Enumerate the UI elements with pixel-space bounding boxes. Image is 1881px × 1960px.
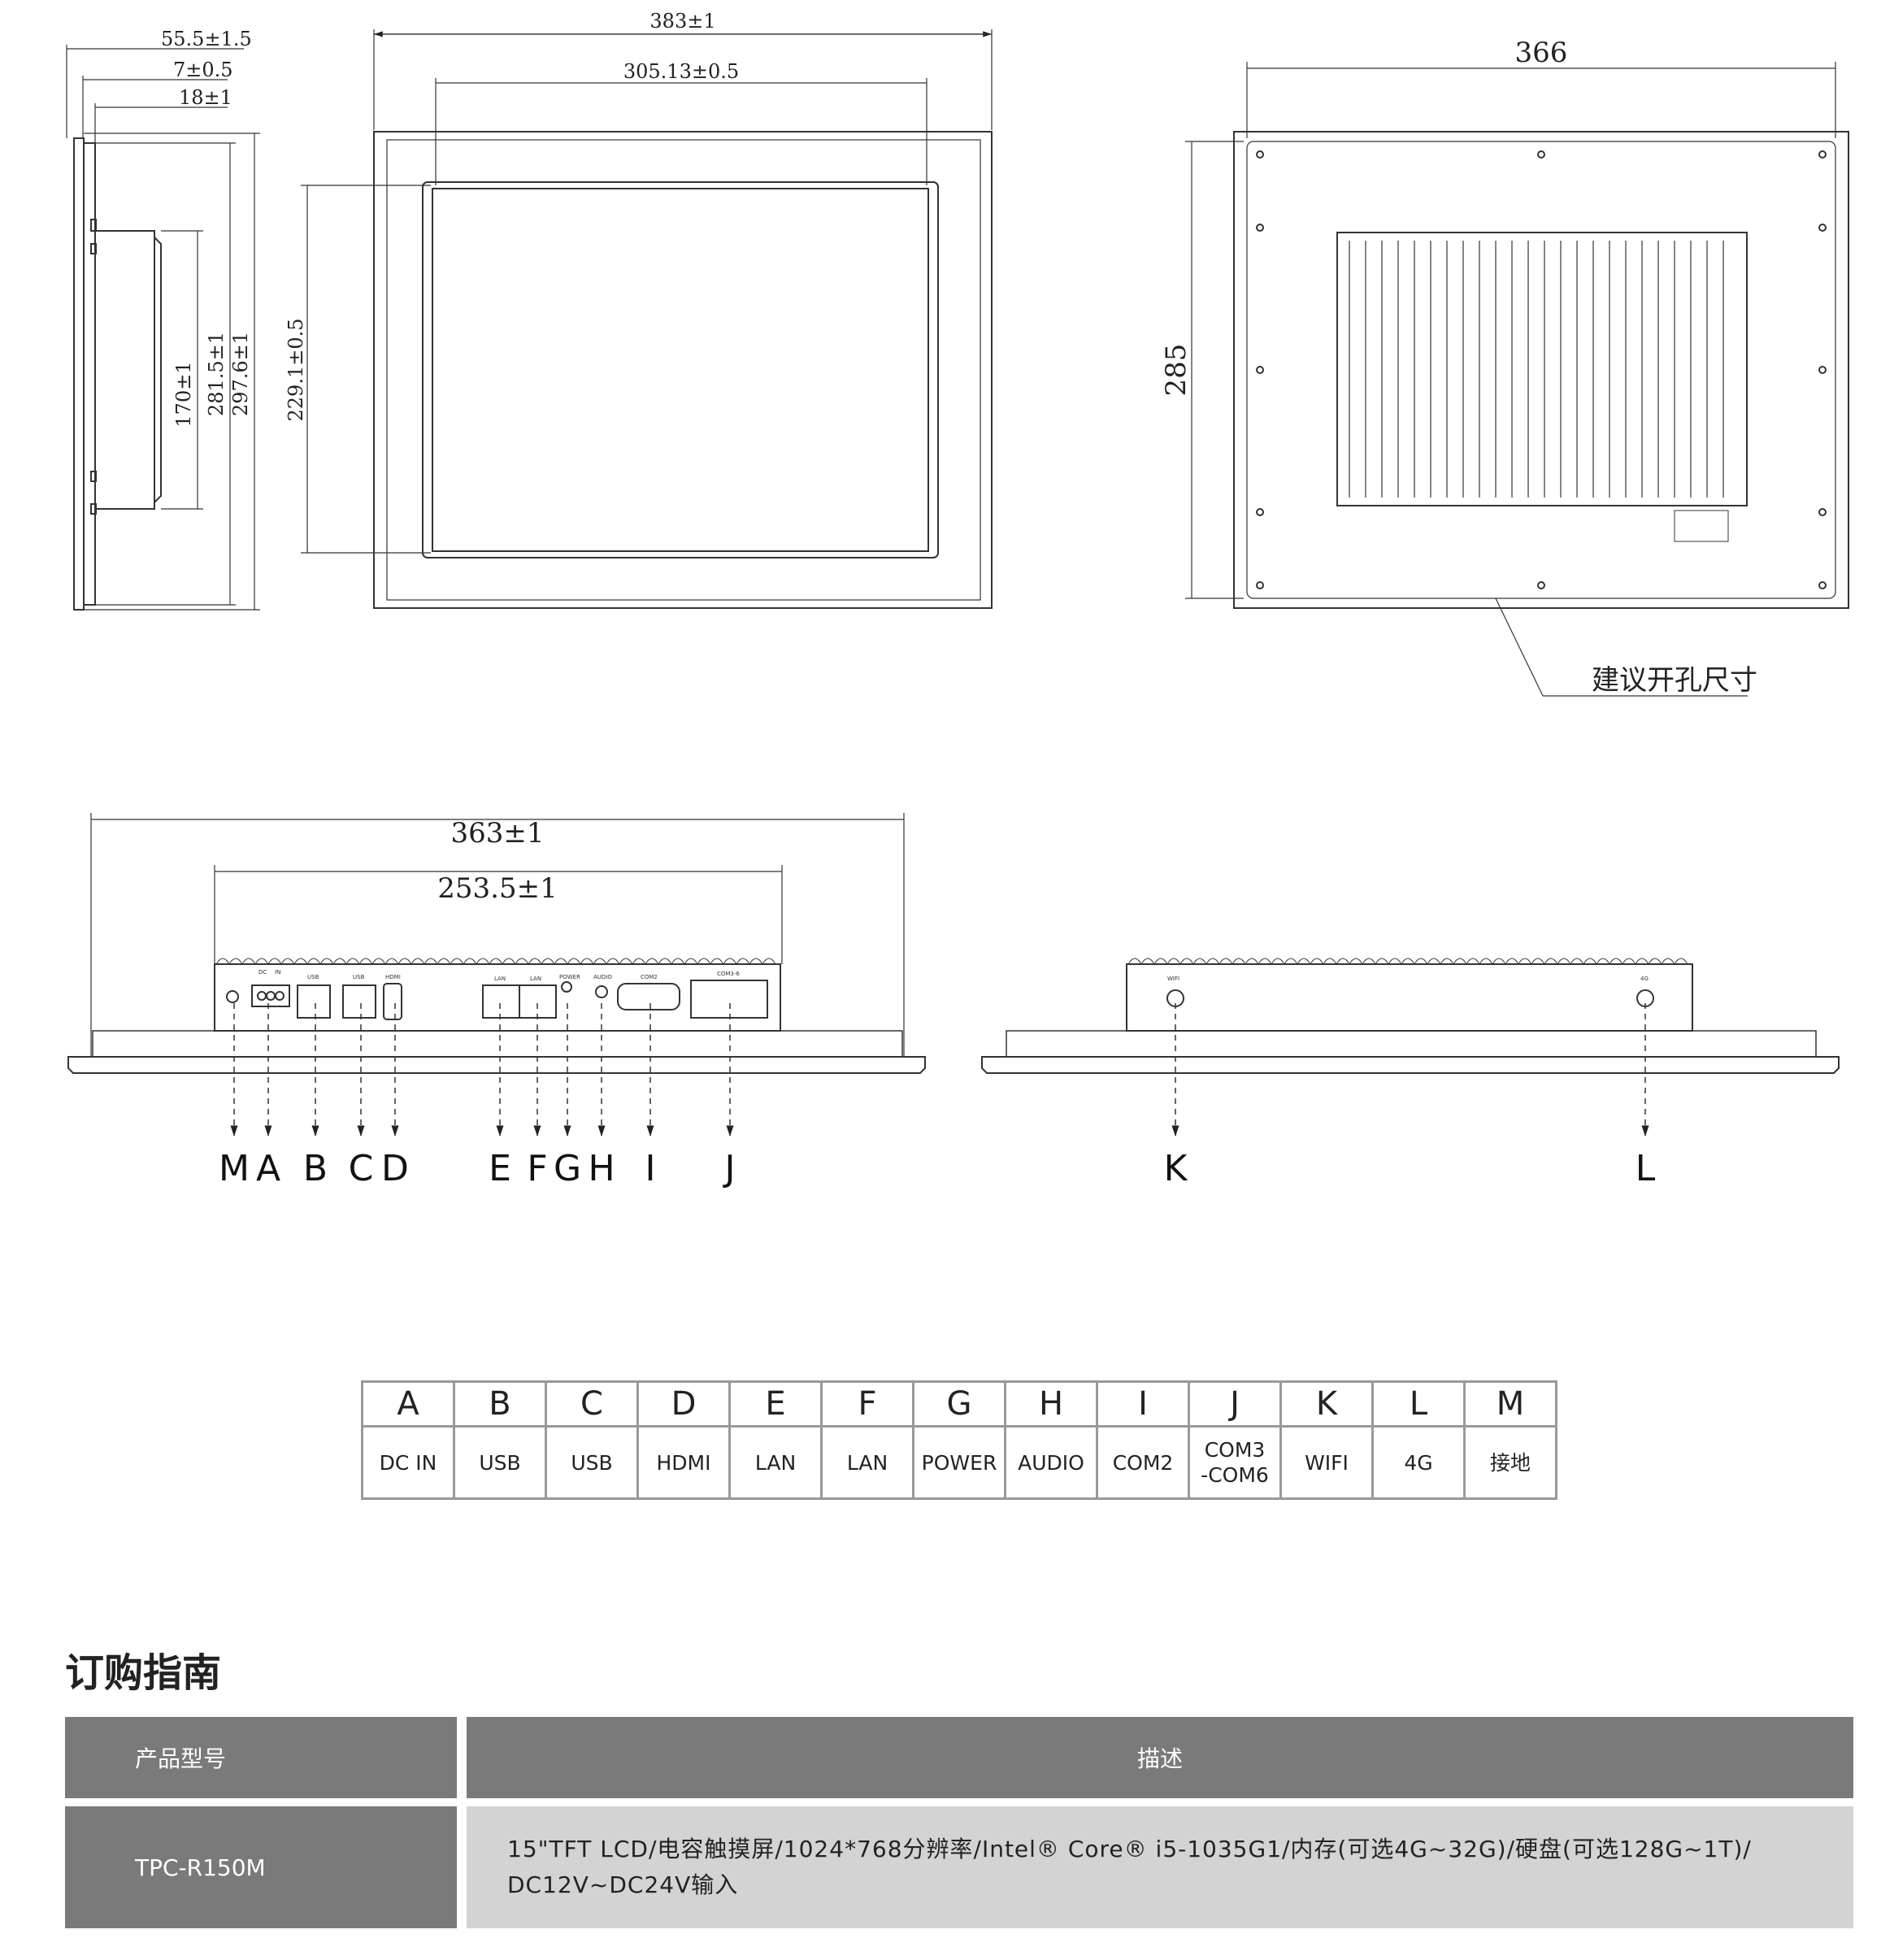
- port-letter-f: F: [820, 1380, 914, 1428]
- callout-i: I: [645, 1148, 656, 1189]
- ordering-header-model: 产品型号: [65, 1717, 457, 1798]
- side-dim-7: 7±0.5: [173, 59, 233, 81]
- front-dim-305: 305.13±0.5: [623, 60, 739, 83]
- rear-dim-366: 366: [1515, 37, 1568, 69]
- front-view: [301, 29, 993, 609]
- callout-d: D: [381, 1148, 409, 1189]
- port-label-in: IN: [275, 969, 280, 976]
- port-letter-m: M: [1463, 1380, 1557, 1428]
- port-name-g: POWER: [912, 1425, 1006, 1500]
- port-label-usb-2: USB: [353, 974, 365, 980]
- port-label-hdmi: HDMI: [385, 974, 401, 980]
- callout-e: E: [489, 1148, 511, 1189]
- side-dim-281-5: 281.5±1: [205, 332, 228, 416]
- ordering-title: 订购指南: [65, 1650, 222, 1696]
- bottom-view-left: [67, 813, 926, 1136]
- port-name-i: COM2: [1096, 1425, 1190, 1500]
- side-dim-297-6: 297.6±1: [229, 332, 252, 416]
- port-name-j: COM3-COM6: [1188, 1425, 1282, 1500]
- port-letter-k: K: [1279, 1380, 1374, 1428]
- port-letter-b: B: [453, 1380, 547, 1428]
- port-name-e: LAN: [728, 1425, 823, 1500]
- callout-a: A: [256, 1148, 280, 1189]
- port-name-b: USB: [453, 1425, 547, 1500]
- ordering-model-cell: TPC-R150M: [65, 1806, 457, 1928]
- rear-view: [1185, 62, 1849, 697]
- port-letter-i: I: [1096, 1380, 1190, 1428]
- port-letter-e: E: [728, 1380, 823, 1428]
- rear-dim-285: 285: [1160, 344, 1192, 397]
- bottom-dim-363: 363±1: [450, 817, 544, 850]
- port-letter-a: A: [361, 1380, 455, 1428]
- port-name-a: DC IN: [361, 1425, 455, 1500]
- ordering-description-cell: 15"TFT LCD/电容触摸屏/1024*768分辨率/Intel® Core…: [467, 1806, 1853, 1928]
- callout-b: B: [303, 1148, 328, 1189]
- port-label-lan-1: LAN: [494, 976, 506, 982]
- port-name-f: LAN: [820, 1425, 914, 1500]
- side-dim-18: 18±1: [179, 86, 232, 109]
- side-view: [66, 45, 260, 611]
- port-name-c: USB: [545, 1425, 639, 1500]
- callout-g: G: [554, 1148, 581, 1189]
- bottom-view-right: [981, 958, 1840, 1136]
- port-name-k: WIFI: [1279, 1425, 1374, 1500]
- callout-m: M: [219, 1148, 250, 1189]
- port-name-l: 4G: [1371, 1425, 1466, 1500]
- ordering-description-line-1: 15"TFT LCD/电容触摸屏/1024*768分辨率/Intel® Core…: [507, 1836, 1752, 1862]
- port-letter-j: J: [1188, 1380, 1282, 1428]
- port-label-audio: AUDIO: [593, 974, 612, 980]
- port-name-h: AUDIO: [1004, 1425, 1098, 1500]
- callout-c: C: [349, 1148, 374, 1189]
- port-label-dc: DC: [258, 969, 267, 976]
- port-label-com3-6: COM3-6: [717, 971, 740, 977]
- port-label-com2: COM2: [641, 974, 658, 980]
- side-dim-170: 170±1: [172, 361, 195, 427]
- callout-f: F: [527, 1148, 547, 1189]
- bottom-dim-253-5: 253.5±1: [437, 872, 557, 905]
- port-letter-c: C: [545, 1380, 639, 1428]
- front-dim-229: 229.1±0.5: [285, 319, 307, 422]
- port-letter-l: L: [1371, 1380, 1466, 1428]
- cutout-note: 建议开孔尺寸: [1592, 664, 1757, 697]
- port-label-usb-1: USB: [307, 974, 319, 980]
- callout-j: J: [723, 1148, 736, 1189]
- callout-h: H: [588, 1148, 615, 1189]
- front-dim-383: 383±1: [649, 10, 715, 33]
- port-letter-d: D: [636, 1380, 731, 1428]
- port-letter-g: G: [912, 1380, 1006, 1428]
- port-letter-h: H: [1004, 1380, 1098, 1428]
- port-name-m: 接地: [1463, 1425, 1557, 1500]
- port-label-4g: 4G: [1640, 976, 1649, 982]
- side-dim-55-5: 55.5±1.5: [161, 28, 252, 50]
- ordering-header-description: 描述: [467, 1717, 1853, 1798]
- callout-l: L: [1636, 1148, 1656, 1189]
- ordering-description-line-2: DC12V~DC24V输入: [507, 1871, 739, 1898]
- port-label-lan-2: LAN: [530, 976, 541, 982]
- callout-k: K: [1164, 1148, 1188, 1189]
- port-name-d: HDMI: [636, 1425, 731, 1500]
- port-label-wifi: WIFI: [1167, 976, 1179, 982]
- port-label-power: POWER: [559, 974, 580, 980]
- technical-drawing: 55.5±1.5 7±0.5 18±1 170±1 281.5±1 297.6±…: [66, 10, 1849, 1189]
